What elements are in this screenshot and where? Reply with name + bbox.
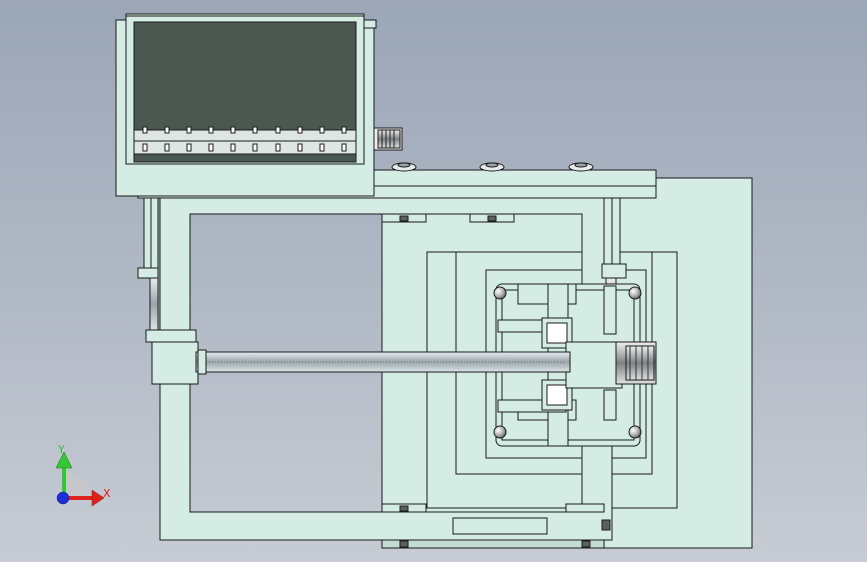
carriage-balls [493,286,642,439]
top-bolts [391,162,594,172]
motor-icon [615,341,657,385]
terminal-strip [133,129,357,155]
coordinate-triad-icon [55,451,105,507]
lead-screw [195,349,571,375]
axis-x-label: X [103,487,111,500]
terminal-pins [134,126,356,152]
base-foot [381,539,605,549]
control-box-tab [363,19,377,29]
knob-icon[interactable] [373,127,403,151]
left-guide [137,197,199,385]
frame-slots [381,213,611,548]
axis-y-label: Y [57,443,65,456]
top-rail [373,169,657,187]
